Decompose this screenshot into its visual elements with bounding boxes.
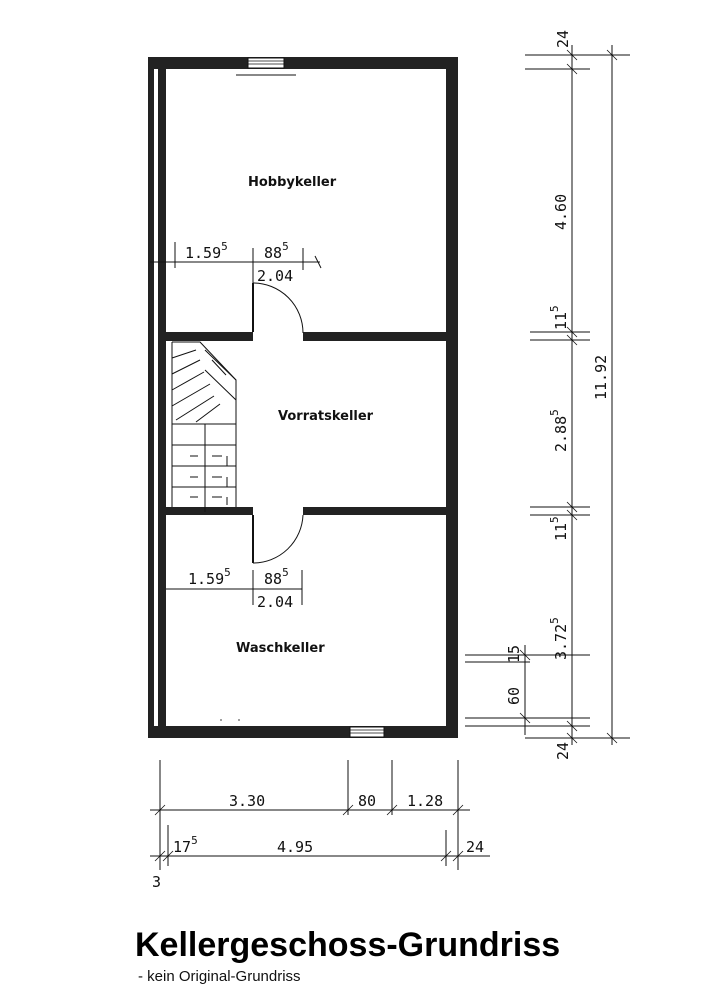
svg-text:1.595: 1.595 — [185, 240, 228, 262]
dim-upper-left-sup: 5 — [221, 240, 228, 253]
dim-right-wall2: 11 — [552, 523, 570, 541]
dim-bottom-b: 80 — [358, 792, 376, 810]
dim-upper-door-sup: 5 — [282, 240, 289, 253]
dim-right-storage-sup: 5 — [548, 409, 561, 416]
room-label-waschkeller: Waschkeller — [236, 641, 325, 656]
room-label-vorratskeller: Vorratskeller — [278, 409, 374, 424]
wall-left-outer — [148, 57, 154, 738]
dim-right-wall2-sup: 5 — [548, 516, 561, 523]
dim-right-hobby: 4.60 — [552, 194, 570, 230]
dim-upper-left: 1.59 — [185, 244, 221, 262]
svg-text:885: 885 — [264, 566, 289, 588]
wall-top — [148, 57, 458, 69]
door-lower — [252, 514, 304, 564]
page-subtitle: - kein Original-Grundriss — [138, 968, 301, 985]
dim-lower-left-sup: 5 — [224, 566, 231, 579]
dim-lower-left: 1.59 — [188, 570, 224, 588]
dim-lower-door: 88 — [264, 570, 282, 588]
dim-bottom-left: 17 — [173, 838, 191, 856]
svg-text:885: 885 — [264, 240, 289, 262]
dim-bottom-left-sup: 5 — [191, 834, 198, 847]
dim-bottom-right: 24 — [466, 838, 484, 856]
wall-lower-right — [303, 507, 446, 515]
dim-bottom-c: 1.28 — [407, 792, 443, 810]
dimension-upper: 1.595 885 2.04 — [150, 240, 322, 290]
wall-right — [446, 57, 458, 738]
dim-bottom-total: 4.95 — [277, 838, 313, 856]
dim-right-laundry: 3.72 — [552, 624, 570, 660]
dim-right-laundry-sup: 5 — [548, 617, 561, 624]
dim-right-total: 11.92 — [592, 355, 610, 400]
wall-lower-left — [166, 507, 253, 515]
dim-lower-opening: 2.04 — [257, 593, 293, 611]
dim-upper-door: 88 — [264, 244, 282, 262]
svg-text:1.595: 1.595 — [188, 566, 231, 588]
window-top — [236, 57, 296, 76]
dim-bottom-a: 3.30 — [229, 792, 265, 810]
outer-walls — [148, 57, 458, 738]
room-label-hobbykeller: Hobbykeller — [248, 175, 337, 190]
window-bottom — [220, 719, 385, 738]
interior-walls — [166, 332, 446, 515]
door-upper — [252, 282, 304, 334]
dim-right-wall1: 11 — [552, 312, 570, 330]
dim-right-15: 15 — [505, 645, 523, 663]
wall-upper-right — [303, 332, 446, 341]
svg-text:115: 115 — [548, 516, 570, 541]
svg-text:175: 175 — [173, 834, 198, 856]
dim-right-storage: 2.88 — [552, 416, 570, 452]
staircase — [171, 341, 237, 512]
page-title: Kellergeschoss-Grundriss — [135, 926, 560, 964]
dim-upper-opening: 2.04 — [257, 267, 293, 285]
dimension-bottom: 3.30 80 1.28 4.95 175 24 3 — [150, 760, 490, 891]
dim-lower-door-sup: 5 — [282, 566, 289, 579]
dim-right-bottom: 24 — [554, 742, 572, 760]
dim-right-wall1-sup: 5 — [548, 305, 561, 312]
dim-right-60: 60 — [505, 687, 523, 705]
svg-text:2.885: 2.885 — [548, 409, 570, 452]
dim-right-top: 24 — [554, 30, 572, 48]
dim-bottom-3: 3 — [152, 873, 161, 891]
dimension-lower: 1.595 885 2.04 — [166, 566, 303, 611]
svg-text:3.725: 3.725 — [548, 617, 570, 660]
wall-upper-left — [166, 332, 253, 341]
wall-left-inner — [158, 57, 166, 738]
svg-text:115: 115 — [548, 305, 570, 330]
dimension-right: 24 4.60 115 2.885 115 3.725 15 60 24 11.… — [465, 30, 630, 760]
wall-bottom — [148, 726, 458, 738]
